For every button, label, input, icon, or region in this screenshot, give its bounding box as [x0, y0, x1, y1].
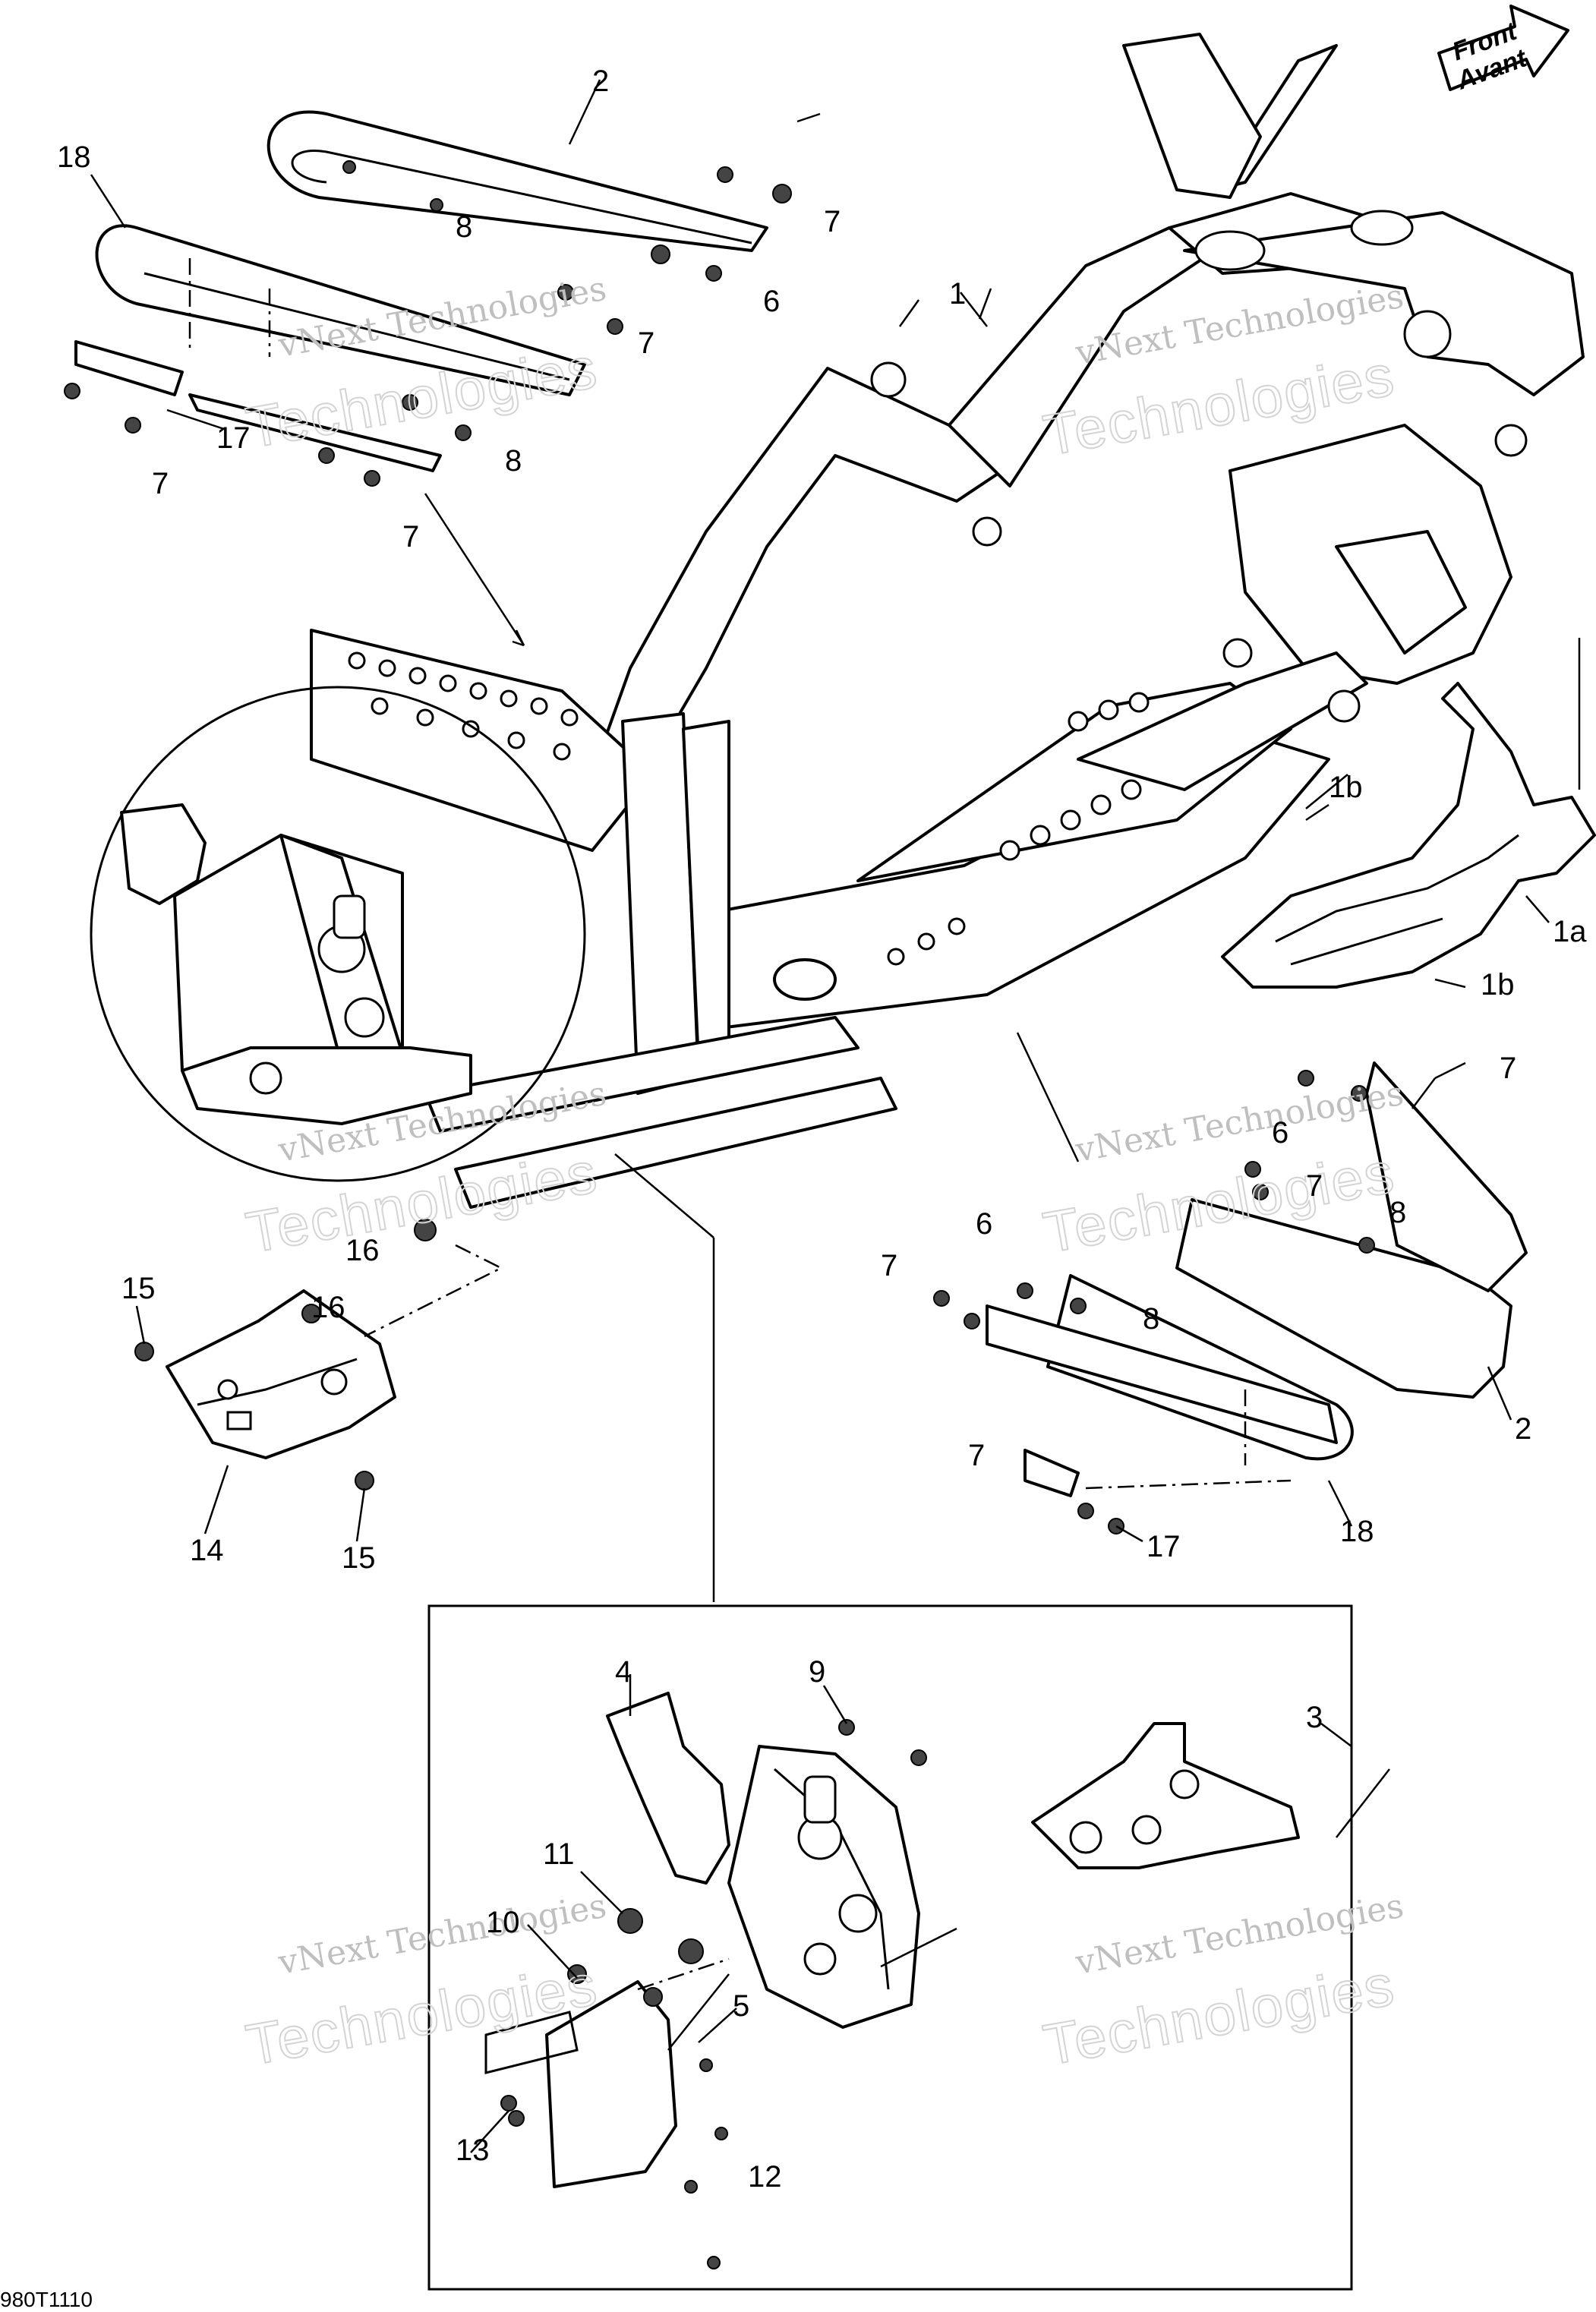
main-frame: [310, 33, 1585, 1209]
skid-plate-1a: [1221, 682, 1596, 989]
callout-9: 9: [809, 1655, 825, 1689]
callout-leaders: [90, 79, 1550, 2153]
callout-7: 7: [968, 1439, 985, 1472]
front-direction-arrow: Front Avant: [1437, 5, 1569, 96]
callout-18: 18: [1340, 1515, 1374, 1548]
callout-1: 1: [949, 277, 966, 311]
callout-7: 7: [152, 467, 169, 500]
detail-circle: [90, 686, 586, 1182]
lower-left-guard: [134, 1219, 503, 1490]
callout-7: 7: [1306, 1169, 1323, 1203]
callout-6: 6: [976, 1207, 992, 1241]
detail-inset-box: [427, 1604, 1353, 2291]
callout-2: 2: [592, 65, 609, 98]
callout-5: 5: [733, 1989, 749, 2023]
callout-7: 7: [881, 1249, 897, 1282]
callout-4: 4: [615, 1655, 632, 1689]
callout-16: 16: [311, 1291, 345, 1324]
callout-7: 7: [824, 205, 841, 238]
leader-lines: [424, 112, 1581, 1838]
callout-7: 7: [1500, 1052, 1516, 1085]
callout-16: 16: [345, 1234, 380, 1267]
callout-8: 8: [1389, 1196, 1406, 1229]
callout-1b: 1b: [1481, 968, 1515, 1001]
callout-11: 11: [543, 1837, 575, 1871]
callout-7: 7: [402, 520, 419, 554]
callout-6: 6: [1272, 1116, 1288, 1150]
top-bumper-group: [64, 110, 792, 487]
callout-2: 2: [1515, 1412, 1531, 1446]
callout-6: 6: [763, 285, 780, 318]
callout-8: 8: [456, 210, 472, 244]
right-bumper-group: [933, 1061, 1528, 1534]
callout-17: 17: [1147, 1530, 1181, 1563]
callout-12: 12: [748, 2160, 782, 2194]
callout-1a: 1a: [1553, 915, 1587, 948]
callout-10: 10: [486, 1906, 520, 1939]
callout-7: 7: [638, 326, 654, 360]
callout-18: 18: [57, 140, 91, 174]
callout-8: 8: [505, 444, 522, 478]
callout-15: 15: [342, 1541, 376, 1575]
callout-17: 17: [216, 421, 251, 455]
callout-8: 8: [1143, 1302, 1159, 1336]
figure-reference-code: 980T1110: [0, 2288, 93, 2311]
callout-14: 14: [190, 1534, 224, 1567]
callout-15: 15: [121, 1272, 156, 1305]
callout-3: 3: [1306, 1701, 1323, 1734]
